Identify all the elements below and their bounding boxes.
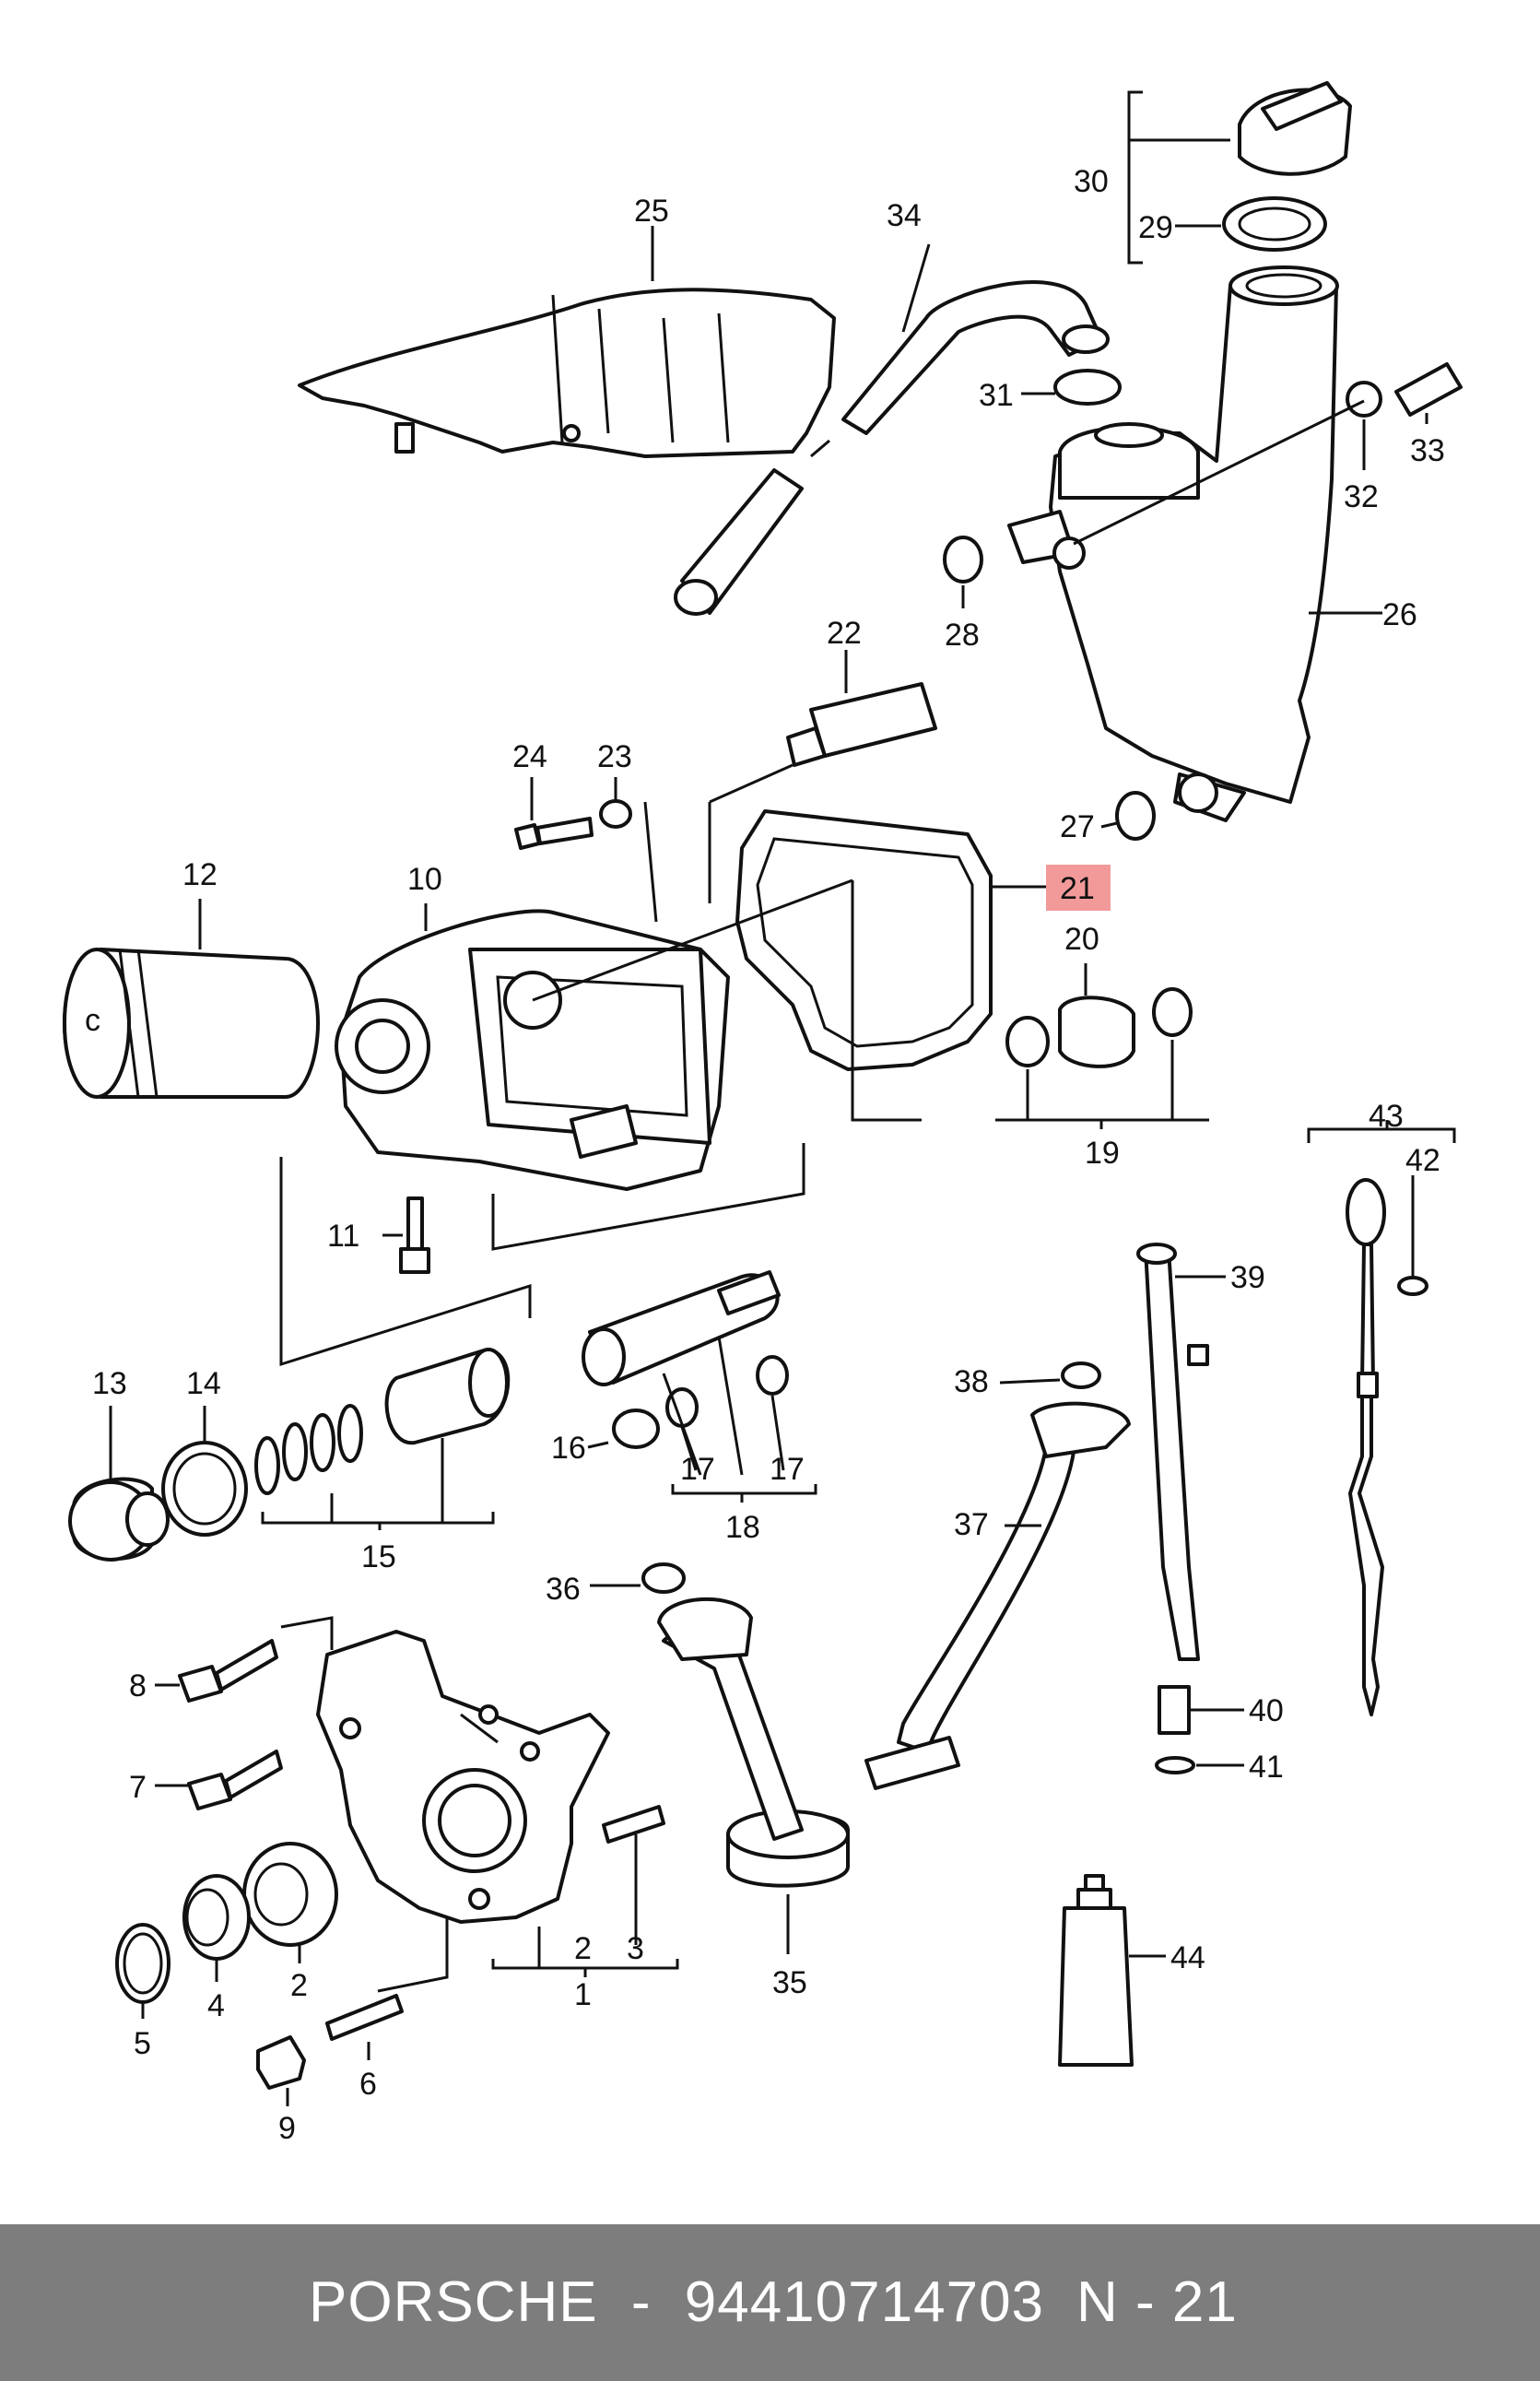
position-ref: N - 21 — [1076, 2270, 1238, 2334]
part-4-bearing — [182, 1874, 251, 1961]
label-37: 37 — [954, 1507, 989, 1542]
part-11-bolt — [399, 1196, 430, 1274]
part-22-pressure-switch — [809, 682, 937, 758]
label-43: 43 — [1369, 1099, 1404, 1134]
callout-labels: 1 2 3 2 4 5 6 7 8 9 10 11 12 13 14 15 16… — [92, 164, 1445, 2146]
label-18: 18 — [725, 1510, 760, 1545]
label-38: 38 — [954, 1364, 989, 1399]
footer-caption: PORSCHE - 94410714703 N - 21 — [0, 2224, 1540, 2381]
part-number: 94410714703 — [684, 2270, 1045, 2334]
label-16: 16 — [551, 1431, 586, 1466]
separator: - — [630, 2270, 652, 2334]
label-6: 6 — [359, 2067, 377, 2102]
label-21-highlight — [1046, 865, 1111, 911]
label-30: 30 — [1074, 164, 1109, 199]
part-33-bolt — [1394, 362, 1463, 417]
label-3: 3 — [627, 1931, 644, 1966]
part-35-suction-pipe — [662, 1629, 804, 1841]
label-17b: 17 — [770, 1452, 805, 1487]
label-7: 7 — [129, 1770, 147, 1805]
label-23: 23 — [597, 739, 632, 774]
label-28: 28 — [945, 618, 980, 653]
label-34: 34 — [887, 198, 922, 233]
part-36-o-ring — [641, 1562, 686, 1594]
exploded-view: c — [63, 81, 1463, 2146]
parts-diagram: c — [63, 81, 1463, 2146]
part-23-washer — [599, 799, 632, 829]
label-11: 11 — [327, 1219, 359, 1254]
label-32: 32 — [1344, 479, 1379, 514]
label-22: 22 — [827, 616, 862, 651]
part-8-bolt — [178, 1639, 278, 1703]
label-29: 29 — [1138, 210, 1173, 245]
label-13: 13 — [92, 1366, 127, 1401]
part-34-breather-hose — [841, 280, 1103, 435]
label-2-seal: 2 — [290, 1968, 308, 2003]
label-1: 1 — [574, 1977, 592, 2012]
part-21-gasket — [735, 809, 993, 1071]
part-39-dipstick-tube — [1144, 1247, 1200, 1661]
label-27: 27 — [1060, 809, 1095, 844]
label-25: 25 — [634, 194, 669, 229]
part-7-bolt — [187, 1750, 283, 1810]
label-31: 31 — [979, 378, 1014, 413]
part-43-dipstick — [1346, 1178, 1386, 1246]
brand-line: PORSCHE - 94410714703 — [309, 2224, 1044, 2381]
part-44-sealant-tube — [1058, 1906, 1134, 2067]
part-27-o-ring — [1115, 791, 1156, 841]
part-25-heat-shield — [298, 288, 836, 458]
part-24-bolt — [514, 817, 594, 850]
label-2: 2 — [574, 1931, 592, 1966]
label-12: 12 — [182, 857, 217, 892]
label-39: 39 — [1230, 1260, 1265, 1295]
part-15-spring — [254, 1404, 363, 1495]
label-9: 9 — [278, 2111, 296, 2146]
label-20: 20 — [1064, 922, 1099, 957]
label-24: 24 — [512, 739, 547, 774]
part-41-o-ring — [1155, 1756, 1195, 1774]
brand-name: PORSCHE — [309, 2270, 598, 2334]
part-9-nut — [256, 2035, 306, 2090]
label-10: 10 — [407, 862, 442, 897]
label-17a: 17 — [680, 1452, 715, 1487]
label-21: 21 — [1060, 871, 1095, 906]
part-20-check-valve — [1058, 996, 1135, 1068]
label-40: 40 — [1249, 1693, 1284, 1728]
label-44: 44 — [1170, 1940, 1205, 1975]
part-29-seal — [1222, 196, 1327, 252]
part-38-o-ring — [1061, 1361, 1101, 1389]
label-35: 35 — [772, 1965, 807, 2000]
label-26: 26 — [1382, 597, 1417, 632]
part-42-o-ring — [1397, 1276, 1428, 1296]
label-42: 42 — [1405, 1143, 1440, 1178]
part-37-return-pipe — [897, 1445, 1076, 1753]
part-3-stud — [602, 1805, 665, 1844]
part-6-stud — [325, 1994, 404, 2041]
part-31-hose-clamp — [1053, 369, 1122, 406]
label-5: 5 — [134, 2026, 151, 2061]
label-8: 8 — [129, 1668, 147, 1703]
part-16-seal-ring — [612, 1409, 660, 1449]
part-28-o-ring — [943, 536, 983, 583]
label-14: 14 — [186, 1366, 221, 1401]
label-19: 19 — [1085, 1136, 1120, 1171]
label-15: 15 — [361, 1539, 396, 1574]
label-4: 4 — [207, 1988, 225, 2023]
label-36: 36 — [546, 1572, 581, 1607]
label-41: 41 — [1249, 1750, 1284, 1785]
svg-text:c: c — [85, 1003, 100, 1038]
part-2-shaft-seal — [242, 1842, 338, 1947]
part-40-seal — [1158, 1685, 1191, 1735]
part-32-washer — [1346, 381, 1382, 418]
label-33: 33 — [1410, 433, 1445, 468]
